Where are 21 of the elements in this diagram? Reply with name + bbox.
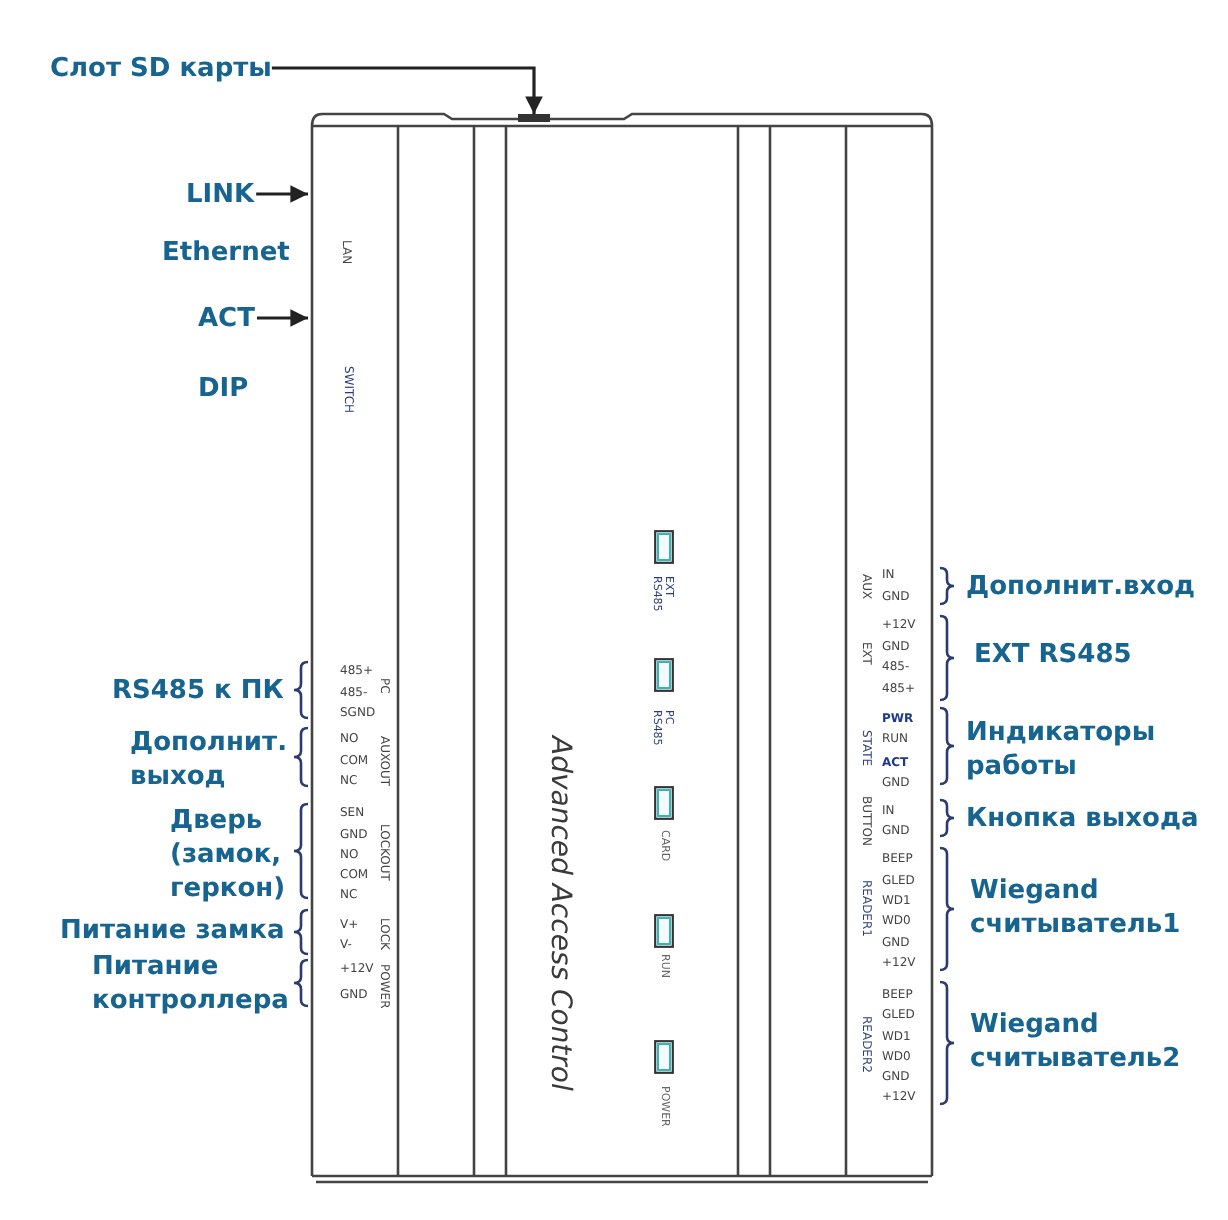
callout-label: Слот SD карты [50, 51, 272, 85]
leader-line [271, 66, 543, 114]
device-label: Advanced Access Control [544, 736, 576, 1091]
callout-label: LINK [186, 177, 255, 211]
callout-label: DIP [198, 371, 249, 405]
callout-label: Wiegand считыватель2 [970, 1007, 1181, 1075]
callout-label: Дополнит. выход [130, 725, 288, 793]
callout-label: Ethernet [162, 235, 290, 269]
callout-label: Wiegand считыватель1 [970, 873, 1181, 941]
callout-label: Питание замка [60, 913, 285, 947]
callout-label: Питание контроллера [92, 949, 289, 1017]
arrow [256, 309, 308, 327]
callout-label: Дверь (замок, геркон) [170, 803, 286, 905]
callout-label: Кнопка выхода [966, 801, 1199, 835]
arrow [256, 185, 308, 203]
callout-label: ACT [198, 301, 255, 335]
callout-label: Дополнит.вход [966, 569, 1196, 603]
sd-card-slot [518, 114, 550, 122]
callout-label: Индикаторы работы [966, 715, 1156, 783]
callout-label: EXT RS485 [974, 637, 1132, 671]
callout-label: RS485 к ПК [112, 673, 284, 707]
